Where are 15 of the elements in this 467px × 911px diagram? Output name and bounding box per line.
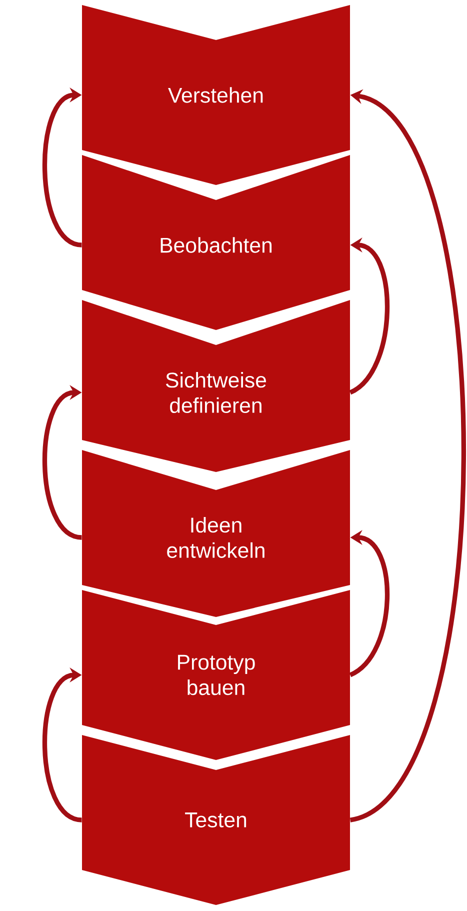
node-label: Verstehen	[168, 87, 263, 103]
curved-arrow	[42, 668, 82, 822]
chevron-box: Prototyp bauen	[82, 590, 350, 760]
chevron-box: Verstehen	[82, 5, 350, 186]
node-label: Testen	[185, 812, 246, 828]
chevron-box: Beobachten	[82, 155, 350, 330]
chevron-box: Ideen entwickeln	[82, 450, 350, 617]
node-label: Prototyp bauen	[178, 654, 255, 696]
chevron-box: Testen	[82, 735, 350, 905]
curved-arrow	[42, 385, 82, 540]
chevron-box: Sichtweise definieren	[82, 300, 350, 472]
node-label: Ideen entwickeln	[167, 517, 264, 558]
curved-arrow	[42, 88, 82, 248]
node-label: Beobachten	[160, 237, 272, 253]
node-label: Sichtweise definieren	[166, 372, 266, 414]
